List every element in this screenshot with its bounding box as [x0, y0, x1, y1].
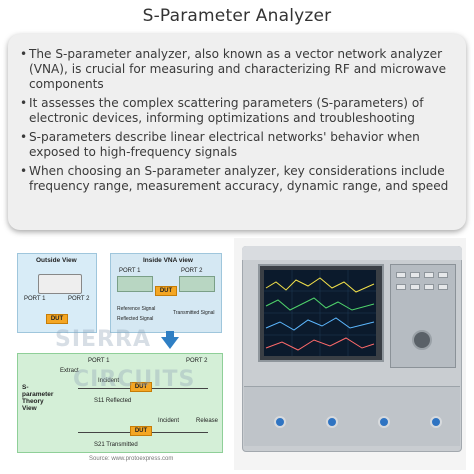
incident-label: Incident [98, 378, 120, 384]
port-connector-icon [326, 416, 338, 428]
inside-port2-label: PORT 2 [181, 268, 203, 274]
s21-label: S21 Transmitted [94, 442, 138, 448]
inside-view-label: Inside VNA view [143, 257, 193, 264]
keypad-button [424, 284, 434, 290]
theory-port1-label: PORT 1 [88, 358, 110, 364]
rotary-knob-icon [412, 330, 432, 350]
watermark-circuits: CIRCUITS [73, 367, 196, 392]
extract-label: Extract [60, 368, 79, 374]
bullet-item: When choosing an S-parameter analyzer, k… [20, 164, 460, 194]
theory-port2-label: PORT 2 [186, 358, 208, 364]
outside-view-box: Outside View PORT 1 PORT 2 DUT [17, 253, 97, 333]
keypad-button [410, 284, 420, 290]
port-connector-icon [430, 416, 442, 428]
port1-panel [117, 276, 153, 292]
release-label: Release [196, 418, 219, 424]
keypad-button [438, 272, 448, 278]
vna-device-icon [38, 274, 82, 294]
dut-box: DUT [46, 314, 68, 324]
port-connector-icon [378, 416, 390, 428]
port-connector-icon [274, 416, 286, 428]
incident-label-2: Incident [158, 418, 180, 424]
source-label: Source: www.protoexpress.com [89, 456, 174, 462]
outside-view-label: Outside View [36, 257, 77, 264]
reference-signal-label: Reference Signal [117, 306, 156, 312]
instrument-screen [264, 270, 376, 356]
instrument-top-strip [242, 246, 462, 260]
port1-label: PORT 1 [24, 296, 46, 302]
reflected-signal-label: Reflected Signal [117, 316, 154, 322]
vna-diagram-image: Outside View PORT 1 PORT 2 DUT Inside VN… [15, 245, 228, 467]
keypad-button [410, 272, 420, 278]
port2-label: PORT 2 [68, 296, 90, 302]
keypad-button [396, 284, 406, 290]
theory-dut-box: DUT [130, 382, 152, 392]
theory-view-box: S-parameter Theory View PORT 1 PORT 2 Ex… [17, 353, 223, 453]
inside-port1-label: PORT 1 [119, 268, 141, 274]
keypad-button [424, 272, 434, 278]
transmitted-signal-label: Transmitted Signal [173, 310, 215, 316]
bullet-item: The S-parameter analyzer, also known as … [20, 47, 460, 92]
s11-label: S11 Reflected [94, 398, 132, 404]
theory-view-label: S-parameter Theory View [22, 384, 54, 412]
watermark-sierra: SIERRA [55, 327, 151, 352]
inside-view-box: Inside VNA view PORT 1 PORT 2 DUT Refere… [110, 253, 222, 333]
down-arrow-stem [166, 331, 174, 339]
inside-dut-box: DUT [155, 286, 177, 296]
theory-dut-box-2: DUT [130, 426, 152, 436]
keypad-button [396, 272, 406, 278]
bullet-list: The S-parameter analyzer, also known as … [20, 47, 460, 198]
port2-panel [179, 276, 215, 292]
page-title: S-Parameter Analyzer [142, 6, 332, 26]
vna-instrument-photo [234, 238, 466, 470]
bullet-item: S-parameters describe linear electrical … [20, 130, 460, 160]
bullet-item: It assesses the complex scattering param… [20, 96, 460, 126]
keypad-button [438, 284, 448, 290]
down-arrow-icon [161, 337, 179, 349]
instrument-keypad [390, 264, 456, 368]
